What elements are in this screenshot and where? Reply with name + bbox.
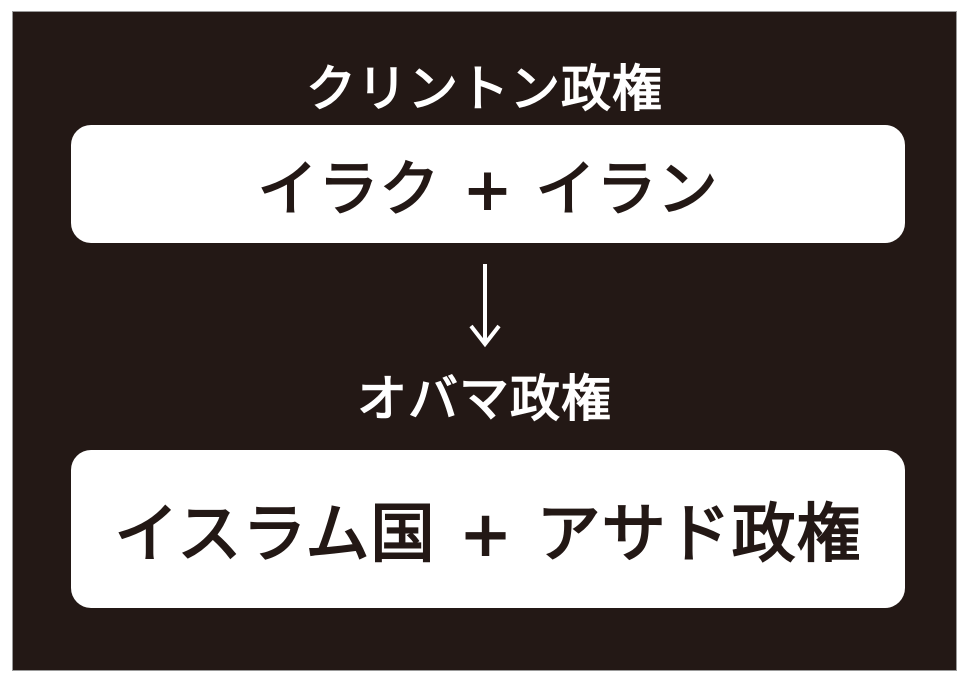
iraq-iran-box: イラク + イラン: [71, 125, 905, 243]
isis-assad-label: イスラム国 + アサド政権: [114, 498, 862, 572]
clinton-administration-heading: クリントン政権: [306, 60, 663, 118]
diagram-panel: クリントン政権 イラク + イラン オバマ政権 イスラム国 + アサド政権: [12, 11, 957, 671]
obama-administration-heading: オバマ政権: [357, 370, 612, 428]
isis-assad-box: イスラム国 + アサド政権: [71, 450, 905, 608]
down-arrow-icon: [13, 260, 956, 350]
iraq-iran-label: イラク + イラン: [257, 154, 719, 225]
